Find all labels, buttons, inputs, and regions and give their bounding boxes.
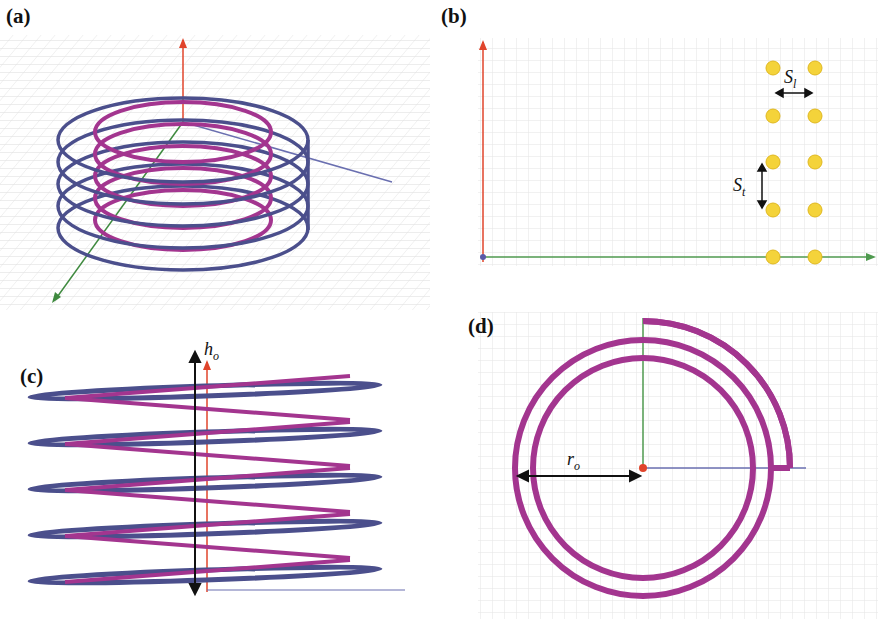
symbol-main: r [567,449,574,469]
coil-3d-view [0,35,430,310]
symbol-subscript: l [793,77,796,91]
symbol-main: h [204,339,213,359]
dimension-label: Sl [783,68,797,86]
panel-label: (b) [441,6,467,27]
dimension-label: ho [203,340,220,358]
coil-side-view [30,352,405,594]
panel-label: (c) [20,366,43,387]
symbol-subscript: t [742,185,745,199]
symbol-subscript: o [574,459,580,473]
conductor-cross-section [478,38,878,266]
symbol-subscript: o [213,349,219,363]
symbol-main: S [784,67,793,87]
panel-label: (d) [468,316,494,337]
symbol-main: S [733,175,742,195]
dimension-label: St [732,176,746,194]
panel-label: (a) [6,6,31,27]
dimension-label: ro [566,450,581,468]
coil-top-view [478,312,878,619]
